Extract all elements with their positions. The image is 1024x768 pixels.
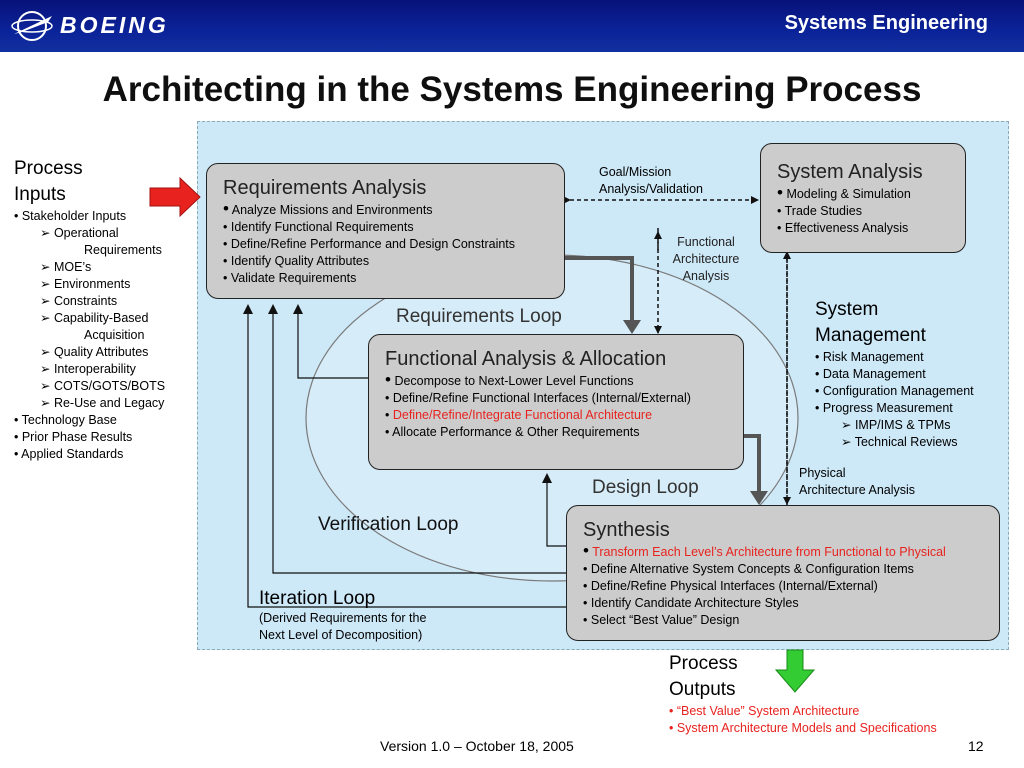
functional-analysis-item: • Define/Refine/Integrate Functional Arc…: [385, 408, 653, 422]
synthesis-item: • Define Alternative System Concepts & C…: [583, 562, 914, 576]
func-to-synth-arrow: [744, 434, 761, 493]
requirements-analysis-title: Requirements Analysis: [223, 177, 427, 199]
process-input-item: ➢ Re-Use and Legacy: [40, 396, 165, 410]
system-analysis-item: • Trade Studies: [777, 204, 862, 218]
process-input-item: ➢ COTS/GOTS/BOTS: [40, 379, 166, 393]
system-management-title-2: Management: [815, 325, 926, 346]
process-outputs: Process Outputs • “Best Value” System Ar…: [669, 651, 937, 737]
logo-text: BOEING: [60, 12, 169, 38]
process-outputs-title-2: Outputs: [669, 679, 736, 700]
iteration-loop-sub: Next Level of Decomposition): [259, 628, 423, 642]
system-analysis-item: • Effectiveness Analysis: [777, 221, 909, 235]
process-input-item: ➢ MOE’s: [40, 260, 92, 274]
system-management-item: ➢ IMP/IMS & TPMs: [841, 418, 951, 432]
system-analysis-title: System Analysis: [777, 161, 923, 183]
system-management-item: • Data Management: [815, 367, 926, 381]
process-input-item: • Technology Base: [14, 413, 117, 427]
page-number: 12: [968, 738, 984, 754]
process-input-item: • Applied Standards: [14, 447, 124, 461]
synthesis-title: Synthesis: [583, 519, 670, 541]
process-input-item: • Prior Phase Results: [14, 430, 133, 444]
boeing-logo: [11, 11, 53, 41]
design-loop-line: [542, 473, 566, 547]
slide-title: Architecting in the Systems Engineering …: [102, 70, 922, 109]
synthesis-item: • Identify Candidate Architecture Styles: [583, 596, 799, 610]
system-management-title-1: System: [815, 299, 879, 320]
process-inputs-title-1: Process: [14, 158, 83, 179]
synthesis-item: • Define/Refine Physical Interfaces (Int…: [583, 579, 878, 593]
synthesis-item: • Transform Each Level’s Architecture fr…: [583, 541, 946, 560]
system-analysis-item: • Modeling & Simulation: [777, 183, 911, 202]
process-input-item: ➢ Interoperability: [40, 362, 136, 376]
requirements-analysis-item: • Identify Quality Attributes: [223, 254, 370, 268]
process-output-item: • “Best Value” System Architecture: [669, 704, 860, 718]
iteration-loop-sub: (Derived Requirements for the: [259, 611, 427, 625]
system-management-item: ➢ Technical Reviews: [841, 435, 958, 449]
process-input-item: ➢ Constraints: [40, 294, 118, 308]
system-management-item: • Progress Measurement: [815, 401, 953, 415]
functional-analysis-box: Functional Analysis & Allocation • Decom…: [368, 334, 744, 470]
footer-version: Version 1.0 – October 18, 2005: [380, 738, 574, 754]
functional-analysis-title: Functional Analysis & Allocation: [385, 348, 667, 370]
process-outputs-arrow: [774, 649, 816, 693]
process-input-item: ➢ Environments: [40, 277, 131, 291]
process-outputs-title-1: Process: [669, 653, 738, 674]
requirements-analysis-item: • Analyze Missions and Environments: [223, 199, 433, 218]
functional-analysis-item: • Allocate Performance & Other Requireme…: [385, 425, 640, 439]
goal-mission-label: Goal/Mission Analysis/Validation: [599, 165, 703, 196]
process-inputs-title-2: Inputs: [14, 184, 66, 205]
design-loop-label: Design Loop: [592, 477, 699, 498]
physical-architecture-label: Physical Architecture Analysis: [799, 466, 916, 497]
requirements-loop-line: [293, 304, 369, 379]
process-output-item: • System Architecture Models and Specifi…: [669, 721, 937, 735]
system-management-item: • Risk Management: [815, 350, 924, 364]
synthesis-item: • Select “Best Value” Design: [583, 613, 740, 627]
process-input-item: Requirements: [84, 243, 162, 257]
functional-analysis-item: • Define/Refine Functional Interfaces (I…: [385, 391, 691, 405]
header-bar: [0, 0, 1024, 52]
system-management: System Management • Risk Management • Da…: [815, 297, 974, 451]
process-inputs: Process Inputs • Stakeholder Inputs ➢ Op…: [14, 156, 165, 463]
system-management-item: • Configuration Management: [815, 384, 974, 398]
header-title: Systems Engineering: [784, 12, 988, 34]
req-to-func-arrow: [565, 256, 634, 322]
requirements-analysis-item: • Validate Requirements: [223, 271, 357, 285]
requirements-analysis-box: Requirements Analysis • Analyze Missions…: [206, 163, 565, 299]
requirements-analysis-item: • Define/Refine Performance and Design C…: [223, 237, 516, 251]
synthesis-box: Synthesis • Transform Each Level’s Archi…: [566, 505, 1000, 641]
process-input-item: • Stakeholder Inputs: [14, 209, 127, 223]
process-inputs-arrow: [149, 176, 201, 218]
process-input-item: ➢ Capability-Based: [40, 311, 149, 325]
process-input-item: ➢ Operational: [40, 226, 119, 240]
verification-loop-label: Verification Loop: [318, 514, 459, 535]
functional-architecture-label: Functional Architecture Analysis: [672, 235, 740, 283]
requirements-analysis-item: • Identify Functional Requirements: [223, 220, 414, 234]
functional-analysis-item: • Decompose to Next-Lower Level Function…: [385, 370, 634, 389]
process-input-item: ➢ Quality Attributes: [40, 345, 149, 359]
requirements-loop-label: Requirements Loop: [396, 306, 562, 327]
system-analysis-box: System Analysis • Modeling & Simulation …: [760, 143, 966, 253]
iteration-loop-label: Iteration Loop (Derived Requirements for…: [259, 588, 426, 644]
verification-loop-line: [268, 304, 566, 574]
iteration-loop-line: [243, 304, 566, 608]
iteration-loop-title: Iteration Loop: [259, 588, 376, 609]
process-input-item: Acquisition: [84, 328, 145, 342]
